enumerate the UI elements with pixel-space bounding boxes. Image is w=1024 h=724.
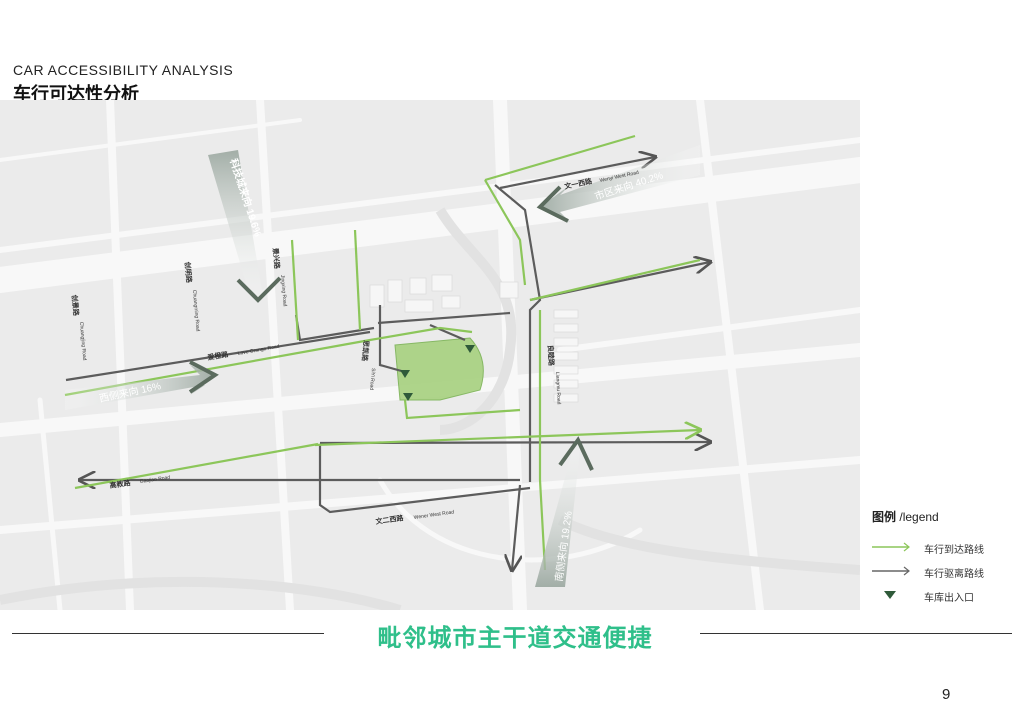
departure-line-icon	[872, 566, 910, 576]
page-title-en: CAR ACCESSIBILITY ANALYSIS	[13, 62, 234, 78]
flow-arrow-north	[208, 150, 282, 303]
legend-label-departure: 车行驱离路线	[924, 569, 984, 580]
road-chuangjing-cn: 创景路	[70, 293, 81, 317]
garage-entrances	[400, 345, 475, 401]
legend-item-garage: 车库出入口	[872, 587, 1022, 611]
legend: 图例 /legend 车行到达路线 车行驱离路线 车库出入口	[872, 508, 1022, 611]
page-title-cn: 车行可达性分析	[13, 84, 139, 104]
project-site	[394, 337, 484, 401]
legend-item-arrival: 车行到达路线	[872, 539, 1022, 563]
river	[0, 207, 860, 610]
road-jingxing-en: Jingxing Road	[279, 275, 288, 307]
flow-arrow-city	[536, 145, 700, 223]
accessibility-map: 科技城来向 19.6% 市区来向 40.2% 西侧来向 16% 南侧来向 19.…	[0, 100, 860, 610]
road-gaojiao-cn: 高教路	[109, 478, 132, 490]
road-wener-en: Wener West Road	[413, 509, 454, 521]
slogan-divider-left	[12, 633, 324, 634]
arrival-routes	[64, 134, 700, 571]
road-gaojiao-en: Gaojiao Road	[139, 475, 170, 485]
road-silu-en: SiYi Road	[368, 368, 376, 391]
legend-item-departure: 车行驱离路线	[872, 563, 1022, 587]
road-chuangjing-en: Chuangjing Road	[78, 322, 87, 361]
arrival-line-icon	[872, 542, 910, 552]
slogan: 毗邻城市主干道交通便捷	[377, 625, 653, 652]
legend-label-garage: 车库出入口	[924, 593, 974, 604]
page-number: 9	[942, 686, 951, 703]
building-blocks	[369, 274, 579, 403]
garage-entrance-icon	[884, 591, 896, 599]
road-chuangming-cn: 创明路	[183, 260, 194, 284]
road-chuangming-en: Chuangming Road	[191, 290, 201, 332]
flow-arrow-south	[535, 436, 594, 587]
road-silu-cn: 思凯路	[360, 340, 371, 363]
legend-label-arrival: 车行到达路线	[924, 545, 984, 556]
road-liangmu-cn: 良睦路	[546, 345, 556, 367]
flow-arrow-west	[65, 360, 219, 410]
road-jingxing-cn: 景兴路	[271, 246, 282, 270]
slogan-divider-right	[700, 633, 1012, 634]
road-liangmu-en: Liangmu Road	[554, 372, 562, 405]
legend-title: 图例 /legend	[872, 510, 939, 524]
